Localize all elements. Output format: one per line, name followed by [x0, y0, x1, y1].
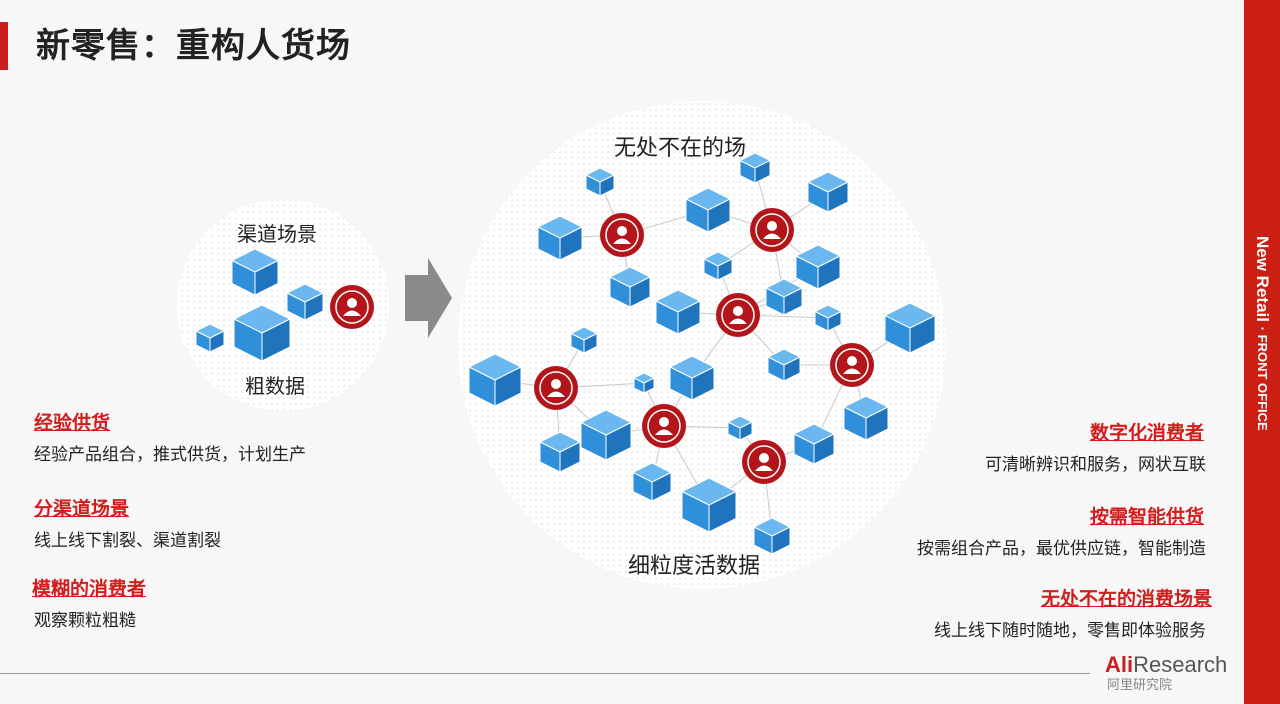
box-icon	[738, 152, 772, 184]
right-heading-2: 按需智能供货	[1089, 506, 1204, 528]
left-circle-top-label: 渠道场景	[237, 222, 317, 246]
left-desc-3: 观察颗粒粗糙	[34, 611, 136, 631]
box-icon	[194, 323, 226, 353]
consumer-avatar-icon	[742, 440, 786, 484]
box-icon	[579, 409, 633, 461]
box-icon	[680, 477, 738, 533]
box-icon	[764, 278, 804, 316]
box-icon	[792, 423, 836, 465]
left-circle-bottom-label: 粗数据	[245, 374, 305, 398]
consumer-avatar-icon	[642, 404, 686, 448]
left-desc-1: 经验产品组合，推式供货，计划生产	[34, 445, 306, 465]
left-heading-3: 模糊的消费者	[32, 578, 147, 600]
box-icon	[752, 517, 792, 555]
consumer-avatar-icon	[716, 293, 760, 337]
box-icon	[806, 171, 850, 213]
right-circle-bottom-label: 细粒度活数据	[628, 554, 761, 579]
side-banner-text: New Retail	[1253, 236, 1272, 322]
arrow-icon	[405, 258, 452, 338]
box-icon	[883, 302, 937, 354]
box-icon	[684, 187, 732, 233]
consumer-avatar-icon	[750, 208, 794, 252]
box-icon	[569, 326, 599, 354]
page-title: 新零售：重构人货场	[36, 26, 351, 66]
box-icon	[794, 244, 842, 290]
consumer-avatar-icon	[830, 343, 874, 387]
box-icon	[467, 353, 523, 407]
box-icon	[702, 251, 734, 281]
box-icon	[230, 248, 280, 296]
title-accent-bar	[0, 22, 8, 70]
box-icon	[232, 304, 292, 362]
right-heading-3: 无处不在的消费场景	[1040, 588, 1212, 610]
consumer-avatar-icon	[330, 285, 374, 329]
right-desc-1: 可清晰辨识和服务，网状互联	[985, 455, 1206, 475]
box-icon	[632, 372, 656, 394]
box-icon	[608, 266, 652, 308]
box-icon	[285, 283, 325, 321]
box-icon	[766, 348, 802, 382]
right-circle-top-label: 无处不在的场	[614, 136, 747, 161]
left-heading-1: 经验供货	[34, 412, 111, 434]
side-banner-subtext: · FRONT OFFICE	[1255, 326, 1270, 431]
consumer-avatar-icon	[534, 366, 578, 410]
box-icon	[538, 431, 582, 473]
box-icon	[726, 415, 754, 441]
right-desc-3: 线上线下随时随地，零售即体验服务	[934, 621, 1206, 641]
box-icon	[813, 304, 843, 332]
divider	[0, 673, 1090, 674]
right-desc-2: 按需组合产品，最优供应链，智能制造	[917, 539, 1206, 559]
box-icon	[654, 289, 702, 335]
left-heading-2: 分渠道场景	[34, 498, 130, 520]
box-icon	[668, 355, 716, 401]
left-desc-2: 线上线下割裂、渠道割裂	[34, 531, 221, 551]
diagram	[177, 101, 946, 589]
side-banner: New Retail · FRONT OFFICE	[1244, 0, 1280, 704]
consumer-avatar-icon	[600, 213, 644, 257]
box-icon	[631, 462, 673, 502]
box-icon	[584, 167, 616, 197]
right-heading-1: 数字化消费者	[1089, 422, 1204, 444]
box-icon	[536, 215, 584, 261]
box-icon	[842, 395, 890, 441]
